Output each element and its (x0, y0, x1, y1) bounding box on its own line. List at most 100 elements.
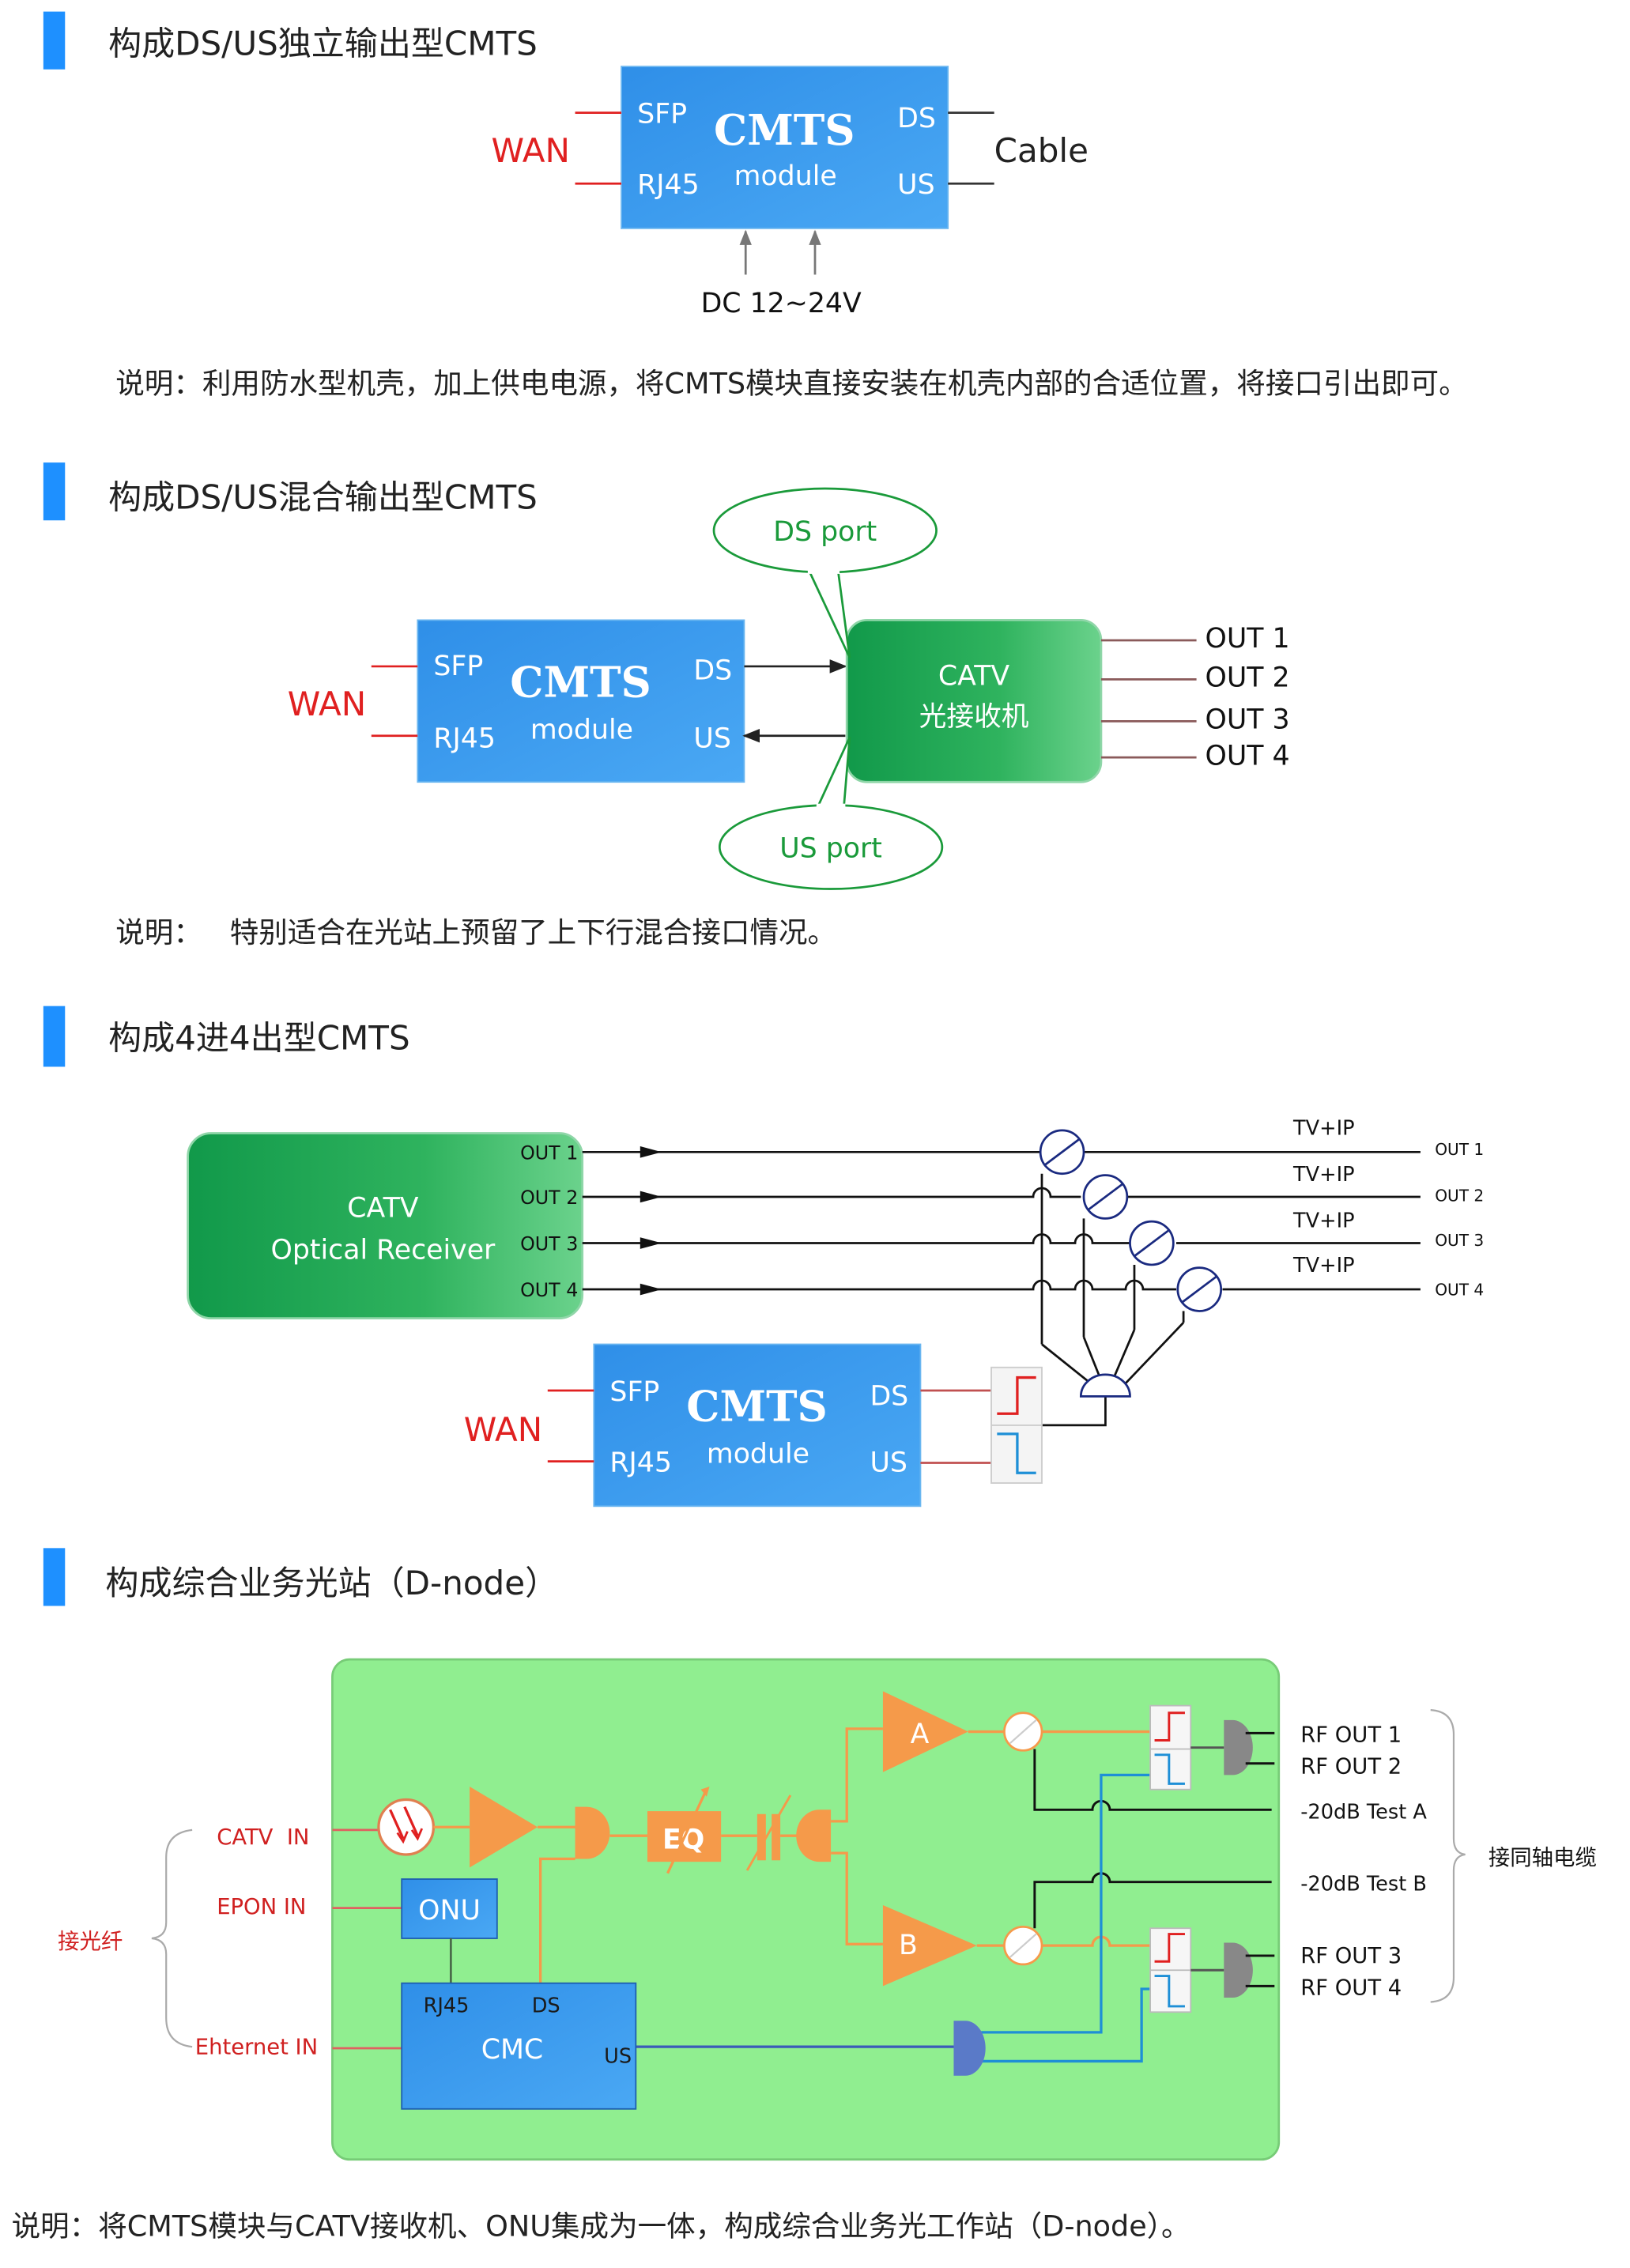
coax-label: 接同轴电缆 (1489, 1846, 1597, 1870)
amp-a-label: A (911, 1719, 930, 1750)
lowpass-icon (997, 1432, 1036, 1474)
test-coupler-b-slash (1009, 1933, 1037, 1958)
module-box (593, 1343, 922, 1508)
ds-port-pointer-mask (807, 568, 840, 574)
rx-out-1: OUT 1 (520, 1142, 578, 1164)
rx-out-2: OUT 2 (520, 1187, 578, 1209)
rf-out-4-label: RF OUT 4 (1300, 1976, 1402, 2000)
section-title: 构成综合业务光站（D-node） (105, 1564, 558, 1602)
rf-out-3-label: RF OUT 3 (1300, 1944, 1402, 1968)
us-label: US (870, 1447, 907, 1478)
ds-label: DS (897, 103, 936, 134)
onu-label: ONU (418, 1895, 481, 1926)
coax-brace (1430, 1709, 1466, 2003)
final-out-2: OUT 2 (1435, 1186, 1484, 1205)
catv-outputs: OUT 1 OUT 2 OUT 3 OUT 4 (1100, 623, 1290, 772)
out-splitter-a-icon (1224, 1719, 1253, 1776)
rf-out-1-label: RF OUT 1 (1300, 1723, 1402, 1747)
out-label-3: OUT 3 (1206, 704, 1290, 736)
diplexer-a-high (1154, 1711, 1185, 1742)
line-2a (582, 1187, 1081, 1198)
rx-out-3: OUT 3 (520, 1233, 578, 1255)
out-label-2: OUT 2 (1206, 662, 1290, 694)
signal-arrows (640, 1146, 662, 1296)
out-label-4: OUT 4 (1206, 740, 1290, 772)
test-coupler-a-slash (1009, 1719, 1037, 1744)
atten-adjust (745, 1794, 792, 1871)
us-port-label: US port (779, 832, 882, 864)
highpass-icon (997, 1376, 1036, 1415)
us-path-b (981, 1987, 1151, 2063)
ds-label: DS (693, 655, 732, 686)
section-note: 说明：将CMTS模块与CATV接收机、ONU集成为一体，构成综合业务光工作站（D… (12, 2210, 1190, 2243)
out-label-1: OUT 1 (1206, 623, 1290, 655)
combiner-output (1040, 1396, 1107, 1427)
coupler-3-slash (1134, 1228, 1170, 1258)
splitter-icon (796, 1809, 832, 1862)
rj45-label: RJ45 (637, 169, 700, 201)
diplexer-a (1149, 1704, 1192, 1791)
catv-receiver-box (845, 619, 1103, 783)
rf-out-2-label: RF OUT 2 (1300, 1755, 1402, 1779)
cmts-module: SFP RJ45 CMTS module DS US (621, 66, 949, 229)
combiner-feeds (1041, 1322, 1185, 1386)
rj45-label: RJ45 (609, 1447, 672, 1478)
accent-bar (43, 462, 66, 521)
arrow-3 (640, 1237, 662, 1249)
accent-bar (43, 1548, 66, 1606)
onu-box (401, 1878, 498, 1939)
photodiode-arrowheads (396, 1828, 424, 1844)
fiber-label: 接光纤 (58, 1930, 123, 1954)
diplexer-a-body (1149, 1704, 1192, 1791)
module-title: CMTS (510, 657, 651, 707)
coupler-2-slash (1087, 1183, 1124, 1211)
test-b-label: -20dB Test B (1300, 1873, 1427, 1896)
wan-label: WAN (288, 685, 366, 723)
module-box (621, 66, 949, 229)
cable-label: Cable (994, 131, 1089, 170)
arrow-4 (640, 1283, 662, 1296)
cmc-title: CMC (481, 2034, 543, 2066)
us-port-callout: US port (718, 736, 944, 890)
amp-b-label: B (899, 1930, 918, 1961)
sfp-label: SFP (637, 98, 687, 130)
module-title: CMTS (714, 105, 855, 155)
us-label: US (897, 169, 934, 201)
section-note: 说明：利用防水型机壳，加上供电电源，将CMTS模块直接安装在机壳内部的合适位置，… (115, 366, 1467, 400)
wan-label: WAN (492, 131, 570, 170)
us-port-pointer-mask (816, 803, 846, 809)
cmc-rj45-label: RJ45 (424, 1994, 470, 2017)
cmts-module: SFP RJ45 CMTS module DS US (417, 619, 745, 783)
tvip-2: TV+IP (1292, 1163, 1355, 1187)
combiner-1-icon (575, 1806, 610, 1859)
splitter-to-a (831, 1727, 883, 1823)
line-3a (582, 1233, 1130, 1244)
cmc-us-label: US (604, 2044, 632, 2068)
directional-couplers (1039, 1129, 1223, 1312)
eq-adjust-tip (700, 1787, 710, 1797)
optical-receiver-box (187, 1132, 584, 1319)
cmc-box (401, 1982, 637, 2110)
line-4a (582, 1279, 1176, 1291)
signal-lines (582, 1150, 1421, 1427)
diplexer-b (1149, 1927, 1192, 2013)
amp-a-icon (882, 1691, 968, 1772)
us-combiner-icon (953, 2021, 986, 2076)
cmc-ds-to-combiner (539, 1857, 575, 1983)
tvip-1: TV+IP (1292, 1116, 1355, 1140)
rj45-label: RJ45 (433, 723, 496, 754)
ds-port-label: DS port (773, 516, 877, 548)
catv-label: CATV (938, 661, 1009, 692)
wan-label: WAN (464, 1410, 542, 1449)
rx-out-4: OUT 4 (520, 1279, 578, 1301)
section-3: 构成4进4出型CMTS CATV Optical Receiver OUT 1 … (43, 1006, 1484, 1508)
final-out-1: OUT 1 (1435, 1140, 1484, 1159)
section-4: 构成综合业务光站（D-node） CATV IN EPON IN Ehterne… (12, 1548, 1597, 2243)
diplexer-filter (990, 1366, 1043, 1484)
sfp-label: SFP (433, 651, 483, 682)
coupler-1-slash (1043, 1138, 1081, 1166)
module-sub: module (707, 1438, 809, 1470)
combiner-icon (1079, 1373, 1131, 1398)
